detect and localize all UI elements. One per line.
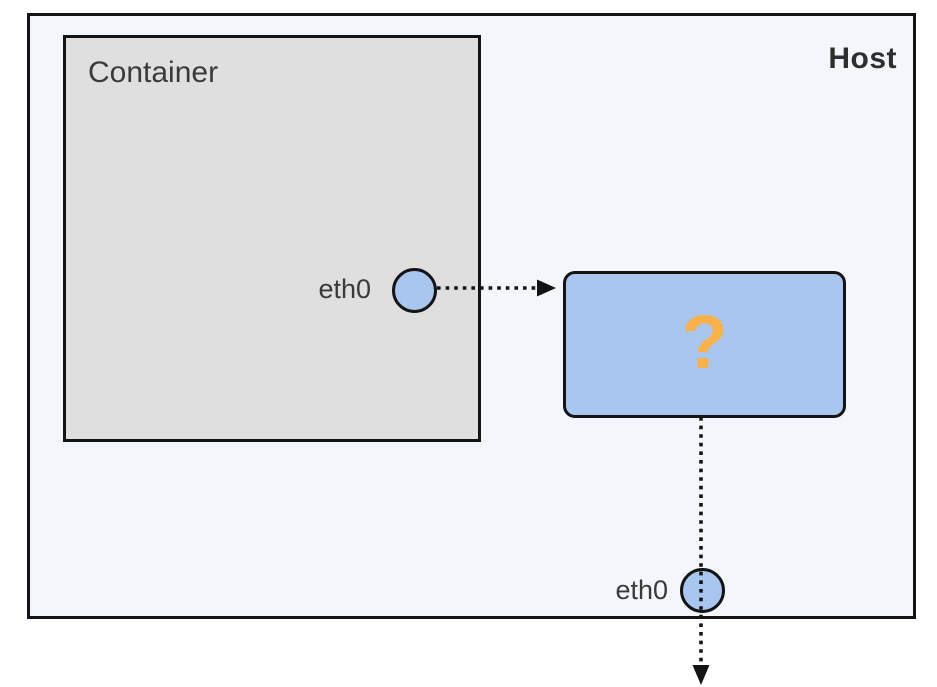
container-eth0-circle: [392, 268, 437, 313]
host-eth0-circle: [680, 568, 725, 613]
unknown-node-box: ?: [563, 271, 846, 418]
host-eth0-label: eth0: [615, 575, 668, 605]
question-mark-label: ?: [681, 299, 728, 385]
container-eth0-label: eth0: [318, 274, 371, 304]
container-label: Container: [88, 56, 219, 89]
container-box: Container eth0: [63, 35, 481, 442]
host-label: Host: [828, 42, 897, 75]
host-box: Host Container eth0 ? eth0: [27, 13, 916, 619]
